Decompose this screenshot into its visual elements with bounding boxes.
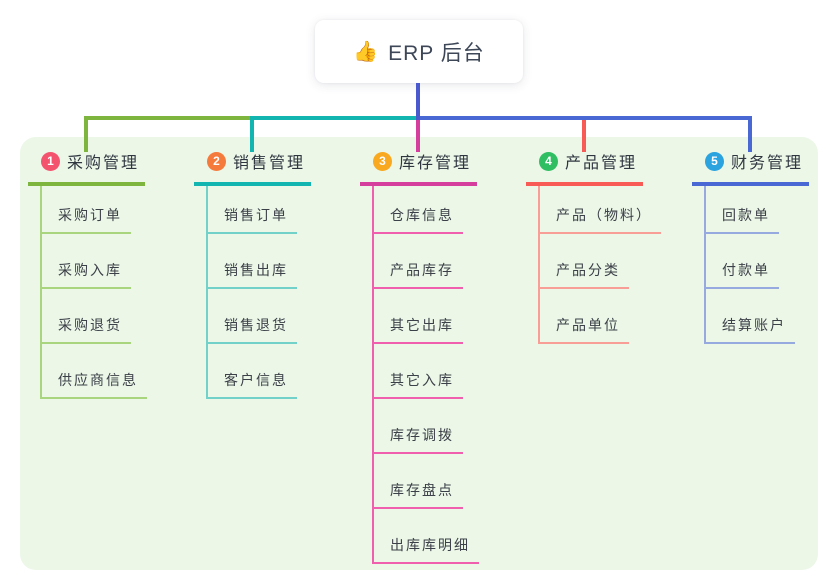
node-label: 产品单位	[556, 317, 620, 333]
thumbs-up-icon: 👍	[353, 41, 380, 63]
node-label: 采购入库	[58, 262, 122, 278]
connector-drop-3	[416, 116, 420, 152]
branch-items: 仓库信息产品库存其它出库其它入库库存调拨库存盘点出库库明细	[372, 186, 479, 564]
node-label: 采购退货	[58, 317, 122, 333]
node-仓库信息[interactable]: 仓库信息	[374, 186, 463, 234]
branch-采购管理: 1 采购管理 采购订单采购入库采购退货供应商信息	[28, 147, 147, 399]
branch-库存管理: 3 库存管理 仓库信息产品库存其它出库其它入库库存调拨库存盘点出库库明细	[360, 147, 479, 564]
node-label: 销售出库	[224, 262, 288, 278]
node-销售退货[interactable]: 销售退货	[208, 289, 297, 344]
node-供应商信息[interactable]: 供应商信息	[42, 344, 147, 399]
node-label: 回款单	[722, 207, 770, 223]
node-销售出库[interactable]: 销售出库	[208, 234, 297, 289]
connector-drop-2	[250, 116, 254, 152]
node-label: 仓库信息	[390, 207, 454, 223]
branch-产品管理: 4 产品管理 产品（物料） 产品分类产品单位	[526, 147, 661, 344]
node-label: 其它入库	[390, 372, 454, 388]
node-回款单[interactable]: 回款单	[706, 186, 779, 234]
connector-bus-left	[84, 116, 254, 120]
branch-number-badge: 1	[41, 151, 60, 171]
node-label: 销售退货	[224, 317, 288, 333]
branch-财务管理: 5 财务管理 回款单付款单结算账户	[692, 147, 809, 344]
node-采购入库[interactable]: 采购入库	[42, 234, 131, 289]
node-label: 销售订单	[224, 207, 288, 223]
node-产品（物料）[interactable]: 产品（物料）	[540, 186, 661, 234]
branch-panel: 1 采购管理 采购订单采购入库采购退货供应商信息 2 销售管理 销售订单销售出库…	[20, 137, 818, 570]
branch-label: 库存管理	[399, 155, 472, 172]
node-label: 库存盘点	[390, 482, 454, 498]
connector-drop-4	[582, 116, 586, 152]
node-付款单[interactable]: 付款单	[706, 234, 779, 289]
node-label: 库存调拨	[390, 427, 454, 443]
node-label: 供应商信息	[58, 372, 138, 388]
branch-number-badge: 5	[705, 151, 724, 171]
branch-label: 采购管理	[67, 155, 140, 172]
branch-销售管理: 2 销售管理 销售订单销售出库销售退货客户信息	[194, 147, 311, 399]
branch-items: 回款单付款单结算账户	[704, 186, 809, 344]
node-销售订单[interactable]: 销售订单	[208, 186, 297, 234]
branch-heading[interactable]: 1 采购管理	[28, 147, 145, 186]
branch-items: 销售订单销售出库销售退货客户信息	[206, 186, 311, 399]
branch-heading[interactable]: 2 销售管理	[194, 147, 311, 186]
node-label: 其它出库	[390, 317, 454, 333]
node-采购订单[interactable]: 采购订单	[42, 186, 131, 234]
node-产品单位[interactable]: 产品单位	[540, 289, 629, 344]
node-label: 客户信息	[224, 372, 288, 388]
connector-drop-1	[84, 116, 88, 152]
branch-heading[interactable]: 5 财务管理	[692, 147, 809, 186]
branch-number-badge: 2	[207, 151, 226, 171]
node-label: 付款单	[722, 262, 770, 278]
root-node-erp[interactable]: 👍 ERP 后台	[315, 20, 523, 83]
node-label: 产品分类	[556, 262, 620, 278]
node-label: 产品（物料）	[556, 207, 652, 223]
node-label: 采购订单	[58, 207, 122, 223]
branch-label: 销售管理	[233, 155, 306, 172]
branch-label: 产品管理	[565, 155, 638, 172]
branch-number-badge: 3	[373, 151, 392, 171]
node-产品库存[interactable]: 产品库存	[374, 234, 463, 289]
branch-heading[interactable]: 3 库存管理	[360, 147, 477, 186]
node-label: 出库库明细	[390, 537, 470, 553]
node-label: 结算账户	[722, 317, 786, 333]
connector-drop-5	[748, 116, 752, 152]
node-采购退货[interactable]: 采购退货	[42, 289, 131, 344]
root-title: ERP 后台	[388, 41, 485, 65]
connector-bus-mid	[250, 116, 420, 120]
connector-root-stem	[416, 83, 420, 120]
node-客户信息[interactable]: 客户信息	[208, 344, 297, 399]
branch-items: 采购订单采购入库采购退货供应商信息	[40, 186, 147, 399]
node-库存调拨[interactable]: 库存调拨	[374, 399, 463, 454]
node-结算账户[interactable]: 结算账户	[706, 289, 795, 344]
node-label: 产品库存	[390, 262, 454, 278]
node-出库库明细[interactable]: 出库库明细	[374, 509, 479, 564]
connector-bus-right	[416, 116, 752, 120]
branch-number-badge: 4	[539, 151, 558, 171]
node-其它出库[interactable]: 其它出库	[374, 289, 463, 344]
node-其它入库[interactable]: 其它入库	[374, 344, 463, 399]
branch-label: 财务管理	[731, 155, 804, 172]
node-产品分类[interactable]: 产品分类	[540, 234, 629, 289]
branch-items: 产品（物料） 产品分类产品单位	[538, 186, 661, 344]
node-库存盘点[interactable]: 库存盘点	[374, 454, 463, 509]
branch-heading[interactable]: 4 产品管理	[526, 147, 643, 186]
